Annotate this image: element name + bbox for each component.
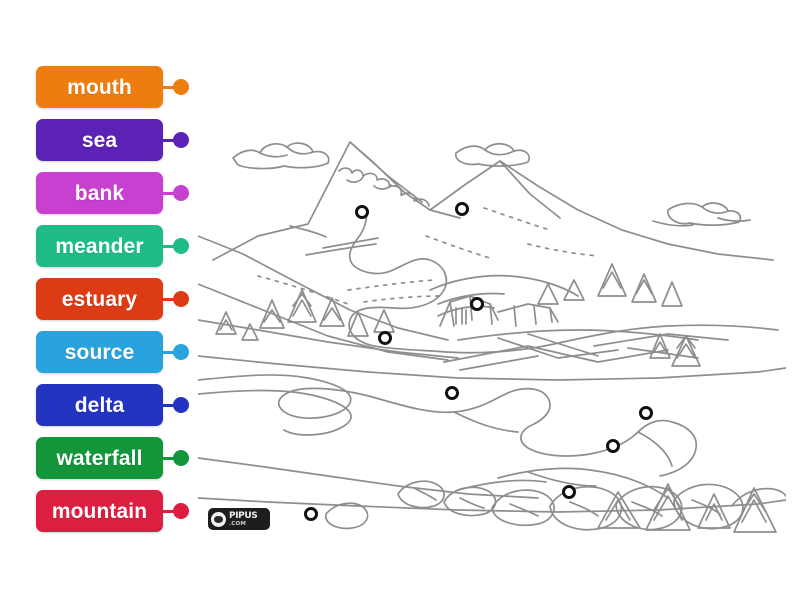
- label-row-mountain: mountain: [36, 490, 189, 532]
- label-connector-dot[interactable]: [173, 503, 189, 519]
- label-connector-line: [163, 404, 181, 407]
- marker-5[interactable]: [445, 386, 459, 400]
- panda-logo-icon: [211, 511, 226, 527]
- label-text: meander: [55, 234, 144, 258]
- watermark-badge: PIPUS .COM: [208, 508, 270, 530]
- marker-2[interactable]: [455, 202, 469, 216]
- label-text: estuary: [61, 287, 138, 311]
- marker-6[interactable]: [639, 406, 653, 420]
- label-connector-dot[interactable]: [173, 397, 189, 413]
- label-row-mouth: mouth: [36, 66, 189, 108]
- draggable-label-sea[interactable]: sea: [36, 119, 163, 161]
- label-row-estuary: estuary: [36, 278, 189, 320]
- label-connector-dot[interactable]: [173, 132, 189, 148]
- marker-1[interactable]: [355, 205, 369, 219]
- draggable-label-bank[interactable]: bank: [36, 172, 163, 214]
- label-connector-line: [163, 351, 181, 354]
- label-text: bank: [74, 181, 125, 205]
- marker-4[interactable]: [378, 331, 392, 345]
- label-connector-line: [163, 192, 181, 195]
- draggable-label-estuary[interactable]: estuary: [36, 278, 163, 320]
- label-row-waterfall: waterfall: [36, 437, 189, 479]
- draggable-label-mouth[interactable]: mouth: [36, 66, 163, 108]
- label-row-meander: meander: [36, 225, 189, 267]
- label-connector-line: [163, 245, 181, 248]
- label-row-source: source: [36, 331, 189, 373]
- watermark-name: PIPUS: [229, 510, 258, 521]
- label-bank: mouth sea bank meander estuary source delta wat…: [0, 0, 200, 600]
- label-row-delta: delta: [36, 384, 189, 426]
- marker-9[interactable]: [304, 507, 318, 521]
- watermark-sub: .COM: [229, 520, 247, 527]
- label-connector-line: [163, 298, 181, 301]
- label-text: waterfall: [56, 446, 143, 470]
- label-connector-dot[interactable]: [173, 344, 189, 360]
- label-connector-dot[interactable]: [173, 79, 189, 95]
- draggable-label-delta[interactable]: delta: [36, 384, 163, 426]
- label-row-bank: bank: [36, 172, 189, 214]
- draggable-label-meander[interactable]: meander: [36, 225, 163, 267]
- label-text: delta: [74, 393, 125, 417]
- draggable-label-source[interactable]: source: [36, 331, 163, 373]
- label-connector-line: [163, 139, 181, 142]
- label-row-sea: sea: [36, 119, 189, 161]
- diagram-illustration: [198, 58, 786, 542]
- marker-7[interactable]: [606, 439, 620, 453]
- draggable-label-mountain[interactable]: mountain: [36, 490, 163, 532]
- label-connector-line: [163, 457, 181, 460]
- label-text: mountain: [51, 499, 148, 523]
- label-connector-dot[interactable]: [173, 450, 189, 466]
- label-connector-dot[interactable]: [173, 238, 189, 254]
- label-text: sea: [81, 128, 118, 152]
- marker-3[interactable]: [470, 297, 484, 311]
- label-text: mouth: [67, 75, 132, 99]
- river-landscape-line-drawing: [198, 141, 786, 533]
- marker-8[interactable]: [562, 485, 576, 499]
- label-connector-line: [163, 86, 181, 89]
- label-connector-dot[interactable]: [173, 185, 189, 201]
- draggable-label-waterfall[interactable]: waterfall: [36, 437, 163, 479]
- label-text: source: [64, 340, 135, 364]
- label-connector-line: [163, 510, 181, 513]
- label-connector-dot[interactable]: [173, 291, 189, 307]
